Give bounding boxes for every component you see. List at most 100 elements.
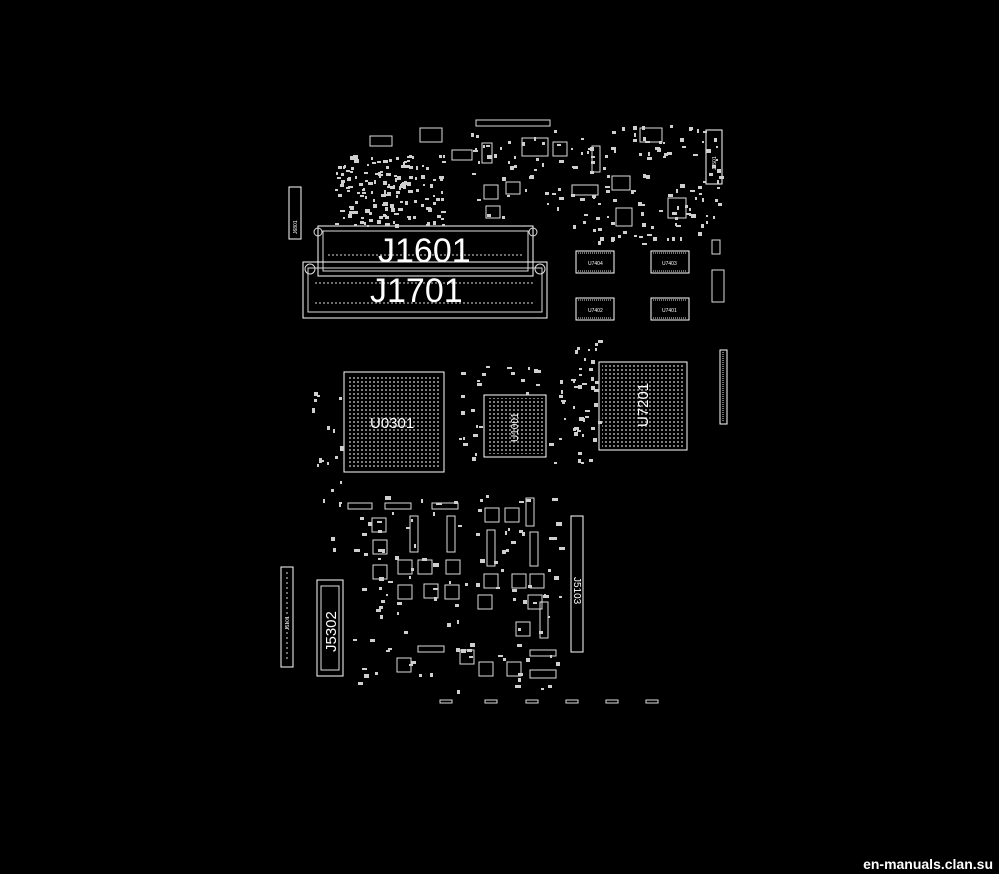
component-pad — [530, 175, 534, 177]
component-pad — [539, 631, 543, 634]
component-pad — [437, 215, 441, 218]
component-outline — [525, 497, 535, 527]
component-pad — [314, 392, 318, 396]
label-u7201: U7201 — [635, 383, 652, 427]
label-u7403: U7403 — [662, 261, 677, 267]
component-pad — [374, 180, 376, 184]
component-pad — [699, 193, 702, 195]
component-pad — [706, 221, 708, 224]
component-outline — [445, 559, 461, 575]
component-pad — [689, 127, 693, 130]
component-pad — [508, 161, 510, 164]
component-pad — [646, 175, 650, 179]
component-pad — [542, 163, 544, 167]
component-pad — [706, 215, 708, 217]
component-pad — [411, 568, 414, 571]
component-pad — [413, 216, 416, 219]
component-pad — [387, 186, 390, 188]
component-pad — [573, 380, 575, 383]
component-pad — [680, 237, 682, 241]
connector-j5103: J5103 — [570, 515, 584, 653]
component-pad — [319, 458, 322, 463]
component-pad — [405, 201, 408, 205]
component-pad — [591, 360, 595, 364]
component-pad — [547, 203, 549, 205]
component-pad — [338, 166, 342, 169]
component-pad — [564, 418, 566, 420]
component-pad — [545, 192, 549, 195]
component-outline — [484, 699, 498, 704]
component-pad — [522, 142, 525, 145]
component-pad — [385, 207, 388, 211]
component-pad — [383, 160, 388, 163]
component-pad — [340, 502, 342, 504]
component-pad — [433, 512, 435, 516]
component-pad — [350, 156, 354, 160]
component-pad — [502, 216, 505, 219]
component-pad — [441, 211, 446, 213]
component-pad — [510, 166, 514, 170]
label-u0301: U0301 — [370, 415, 414, 432]
component-pad — [430, 673, 433, 677]
component-pad — [668, 194, 673, 197]
component-pad — [511, 541, 516, 544]
component-pad — [343, 217, 345, 219]
component-pad — [503, 658, 506, 661]
component-pad — [411, 519, 413, 522]
component-pad — [498, 655, 503, 657]
bga-chip-u7201: U7201 — [598, 361, 688, 451]
component-pad — [337, 177, 341, 179]
component-pad — [511, 372, 515, 375]
component-pad — [397, 612, 399, 615]
component-pad — [381, 600, 385, 603]
component-pad — [536, 384, 540, 386]
component-pad — [645, 141, 650, 143]
component-pad — [689, 213, 691, 216]
component-pad — [593, 229, 596, 232]
component-pad — [639, 236, 643, 238]
component-pad — [365, 209, 370, 213]
component-outline — [539, 601, 549, 639]
component-pad — [354, 549, 360, 552]
component-pad — [443, 155, 445, 158]
component-pad — [578, 459, 581, 463]
component-pad — [580, 198, 585, 201]
label-j1701: J1701 — [370, 272, 463, 310]
component-pad — [409, 155, 412, 158]
component-pad — [642, 126, 645, 130]
component-pad — [442, 224, 445, 226]
component-pad — [718, 203, 722, 206]
component-pad — [348, 177, 351, 181]
dimm-slot-j1601 — [313, 225, 538, 277]
component-pad — [436, 503, 442, 505]
component-pad — [397, 176, 401, 180]
component-pad — [600, 237, 604, 241]
component-pad — [354, 159, 359, 163]
component-pad — [425, 198, 429, 200]
component-pad — [631, 190, 634, 194]
component-pad — [709, 173, 713, 176]
component-pad — [717, 180, 719, 184]
component-pad — [507, 195, 510, 197]
component-pad — [642, 243, 647, 245]
component-pad — [373, 199, 375, 202]
component-pad — [715, 199, 718, 202]
component-pad — [670, 125, 673, 128]
component-pad — [494, 561, 498, 564]
component-pad — [397, 602, 402, 605]
component-pad — [585, 410, 590, 412]
component-pad — [421, 204, 424, 207]
component-pad — [517, 644, 522, 647]
component-pad — [706, 149, 711, 153]
bga-chip-u0301 — [343, 371, 445, 473]
component-outline — [529, 573, 545, 589]
component-pad — [622, 127, 625, 131]
component-pad — [433, 221, 436, 225]
component-pad — [473, 434, 478, 437]
component-pad — [595, 348, 597, 351]
scattered-components — [312, 340, 659, 704]
component-pad — [536, 158, 539, 161]
component-pad — [508, 141, 511, 144]
component-pad — [598, 228, 602, 231]
component-pad — [407, 160, 410, 162]
